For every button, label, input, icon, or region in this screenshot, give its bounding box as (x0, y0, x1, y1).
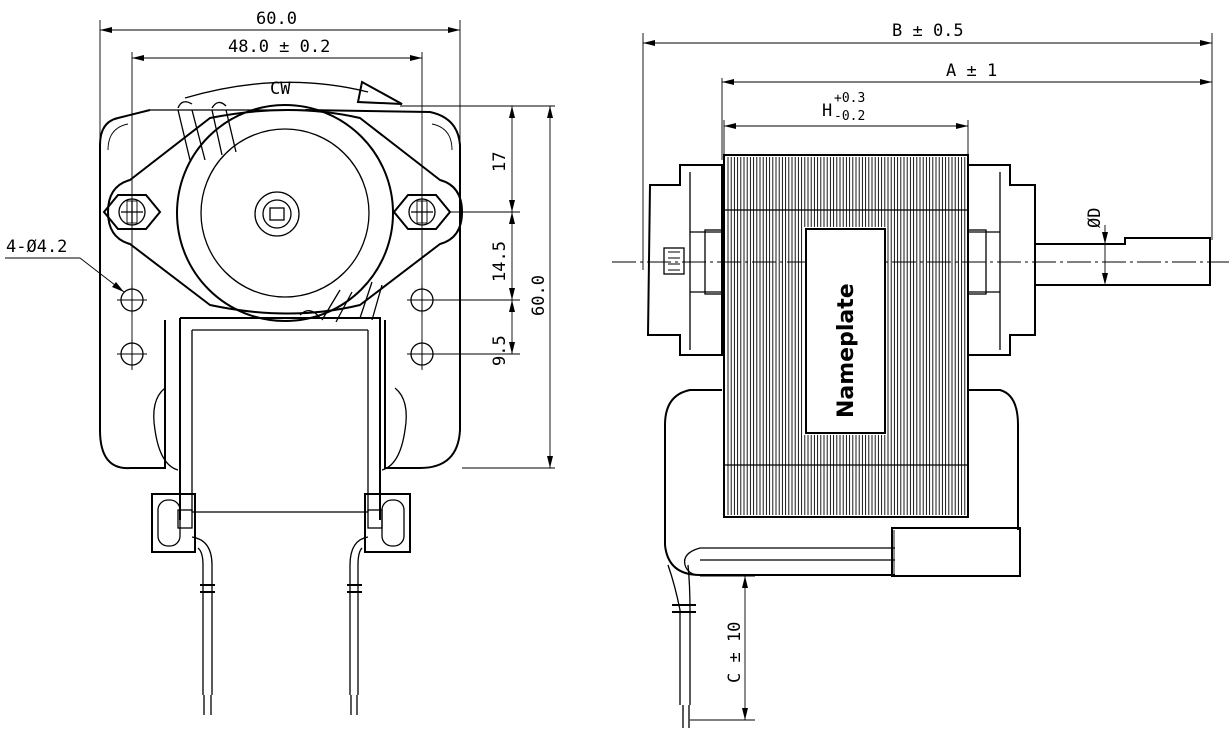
dim-b: B ± 0.5 (642, 21, 1213, 270)
dim-a: A ± 1 (721, 61, 1212, 160)
side-lead-wire (667, 564, 696, 728)
side-shaft (1035, 237, 1211, 286)
dim-h: H +0.3 -0.2 (723, 91, 969, 158)
dim-h-letter: H (822, 101, 832, 121)
dim-height-total-label: 60.0 (529, 275, 549, 316)
front-bracket (99, 109, 461, 470)
front-motor-housing (176, 104, 394, 322)
dim-v3-label: 9.5 (490, 335, 510, 366)
dim-holes: 4-Ø4.2 (5, 237, 125, 293)
side-end-bracket-right (967, 164, 1036, 356)
dim-h-lower: -0.2 (834, 109, 865, 124)
dim-width-total-label: 60.0 (256, 9, 297, 29)
side-lamination-lines (727, 157, 966, 515)
dim-c: C ± 10 (690, 575, 755, 721)
front-lead-wires (191, 536, 369, 715)
dim-v2-label: 14.5 (490, 241, 510, 282)
dim-a-label: A ± 1 (946, 61, 997, 81)
dim-d-label: ØD (1085, 208, 1105, 228)
front-view: CW 60.0 48.0 ± 0.2 4-Ø4.2 (5, 9, 555, 715)
front-terminal-right (364, 493, 411, 553)
shaft-end (254, 191, 300, 237)
front-stator-frame (179, 317, 381, 520)
side-coil-loop (664, 389, 895, 576)
dim-d: ØD (1085, 208, 1108, 285)
rotation-label: CW (270, 79, 291, 99)
side-end-bracket-left (646, 164, 723, 356)
side-terminal-block (891, 527, 1021, 577)
dim-h-upper: +0.3 (834, 91, 865, 106)
dim-b-label: B ± 0.5 (892, 21, 964, 41)
dim-width-total: 60.0 (99, 9, 461, 155)
dim-hole-spacing-label: 48.0 ± 0.2 (228, 37, 330, 57)
side-nameplate (805, 228, 886, 434)
side-view: Nameplate C ± 10 (612, 21, 1229, 728)
dim-c-label: C ± 10 (725, 622, 745, 683)
dim-vertical-chain: 17 14.5 9.5 60.0 (400, 105, 555, 469)
side-nameplate-label: Nameplate (834, 283, 859, 418)
front-terminal-left (151, 493, 196, 553)
dim-holes-label: 4-Ø4.2 (6, 237, 67, 257)
dim-v1-label: 17 (490, 152, 510, 172)
dim-hole-spacing: 48.0 ± 0.2 (131, 37, 423, 370)
side-stator-stack (723, 154, 969, 518)
rotation-arrow (184, 81, 369, 99)
